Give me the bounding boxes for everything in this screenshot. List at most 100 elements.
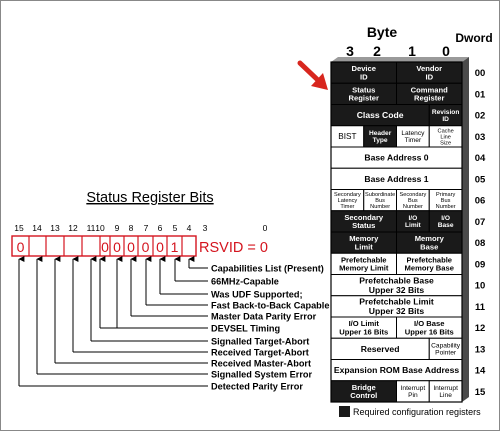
dword-number: 11 [475,302,486,313]
register-label-revision-id: Revision [432,109,459,116]
register-label-command-register: Register [414,94,444,103]
bit-number-9: 9 [115,223,120,233]
register-label-memory-limit: Limit [355,242,374,251]
dword-number: 06 [475,196,486,207]
status-bit-cell: 1 [166,236,179,256]
status-bit-cell: 0 [17,239,25,255]
table-top-shading [331,57,469,62]
bit-leader [90,256,208,342]
byte-label: Byte [367,24,398,40]
register-label-io-limit-upper: I/O Limit [349,319,380,328]
register-label-primary-bus-number: Bus [441,198,451,204]
register-label-latency-timer: Timer [405,137,422,144]
register-label-vendor-id: Vendor [416,64,442,73]
table-outline [330,61,463,403]
bit-description: Master Data Parity Error [211,312,317,322]
bit-number-0: 0 [263,223,268,233]
register-label-secondary-status: Status [352,221,375,230]
byte-number-2: 2 [373,43,381,59]
status-bit-cell: 0 [123,236,135,256]
register-label-prefetchable-memory-limit: Prefetchable [341,255,387,264]
register-label-memory-base: Base [420,242,438,251]
register-label-prefetchable-limit-upper: Prefetchable Limit [359,297,434,307]
register-base-address-1: Base Address 1 [330,167,463,190]
bit-description: Signalled Target-Abort [211,337,309,347]
status-bit-cell: 0 [99,236,109,256]
bit-description: 66MHz-Capable [211,277,279,287]
register-label-io-base: Base [438,222,454,229]
byte-number-1: 1 [408,43,416,59]
dword-number: 04 [475,153,486,164]
register-label-revision-id: ID [442,116,449,123]
register-label-base-address-0: Base Address 0 [364,153,428,163]
bit-leader [145,256,208,306]
register-label-io-limit: I/O [408,215,417,222]
register-expansion-rom-base-address: Expansion ROM Base Address [330,359,463,382]
register-label-header-type: Type [373,137,388,144]
dword-number: 10 [475,281,486,292]
config-register-table: DeviceIDVendorIDStatusRegisterCommandReg… [330,61,463,403]
status-bit-value: 0 [127,239,135,255]
register-label-base-address-1: Base Address 1 [364,174,428,184]
bit-leader [72,256,208,353]
register-label-header-type: Header [369,130,392,137]
register-label-bridge-control: Bridge [352,383,376,392]
bit-number-4: 4 [187,223,192,233]
status-bit-value: 1 [171,239,179,255]
bit-leader [18,256,208,387]
register-label-subordinate-bus-number: Subordinate [365,192,395,198]
status-bit-value: 0 [156,239,164,255]
status-bit-value: 0 [101,239,109,255]
dword-number: 00 [475,68,486,79]
register-label-memory-base: Memory [415,234,445,243]
table-side-shading [462,57,469,402]
register-label-secondary-bus-number: Secondary [400,192,427,198]
register-label-device-id: ID [360,72,368,81]
bit-number-8: 8 [129,223,134,233]
bit-number-6: 6 [158,223,163,233]
register-label-device-id: Device [352,64,377,73]
status-bit-value: 0 [17,239,25,255]
register-base-address-0: Base Address 0 [330,146,463,169]
register-label-interrupt-pin: Pin [408,392,418,399]
dword-number: 01 [475,89,486,100]
bit-leader-lines [18,256,208,387]
register-label-reserved: Reserved [361,344,400,354]
register-reserved: Reserved [330,337,430,360]
bit-leader [130,256,208,317]
dword-number: 12 [475,323,486,334]
register-label-bist: BIST [338,132,356,141]
bit-number-5: 5 [173,223,178,233]
dword-number: 07 [475,217,486,228]
register-label-capability-pointer: Capability [431,343,461,350]
register-label-status-register: Register [349,94,379,103]
register-label-secondary-latency-timer: Latency [338,198,358,204]
bit-description: Received Target-Abort [211,348,309,358]
register-label-subordinate-bus-number: Number [370,204,390,210]
register-label-prefetchable-base-upper: Upper 32 Bits [369,285,425,295]
dword-number: 05 [475,174,486,185]
register-label-io-limit-upper: Upper 16 Bits [339,327,388,336]
dword-number: 14 [475,366,486,377]
register-label-prefetchable-base-upper: Prefetchable Base [359,275,434,285]
dword-number: 08 [475,238,486,249]
register-label-latency-timer: Latency [401,130,425,137]
